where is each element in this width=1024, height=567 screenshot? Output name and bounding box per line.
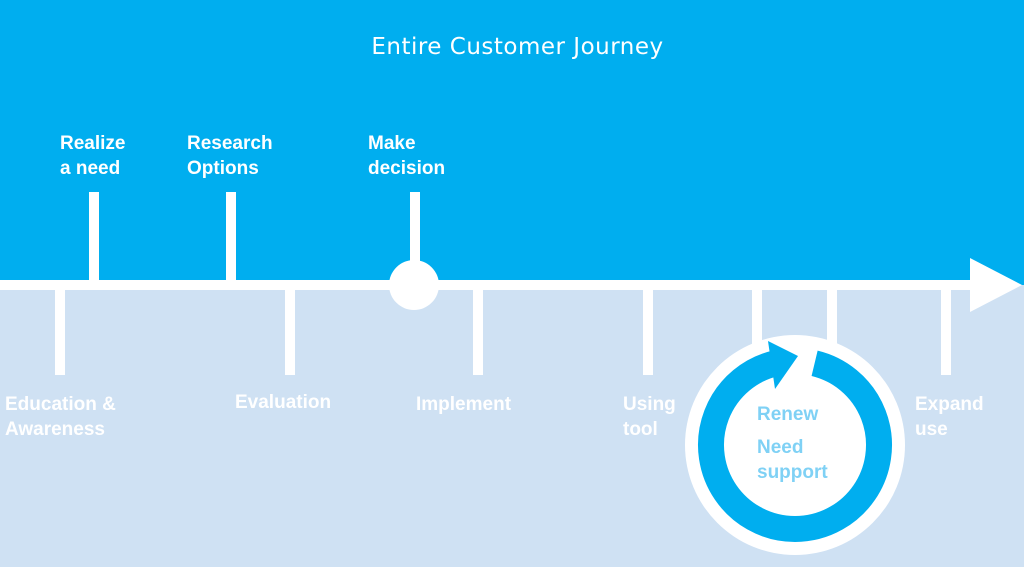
diagram-title: Entire Customer Journey <box>371 34 664 60</box>
tick-expand-use <box>941 285 951 375</box>
stage-expand-use: Expand use <box>915 394 984 440</box>
timeline-line <box>0 280 978 290</box>
tick-using-tool <box>643 285 653 375</box>
tick-evaluation <box>285 285 295 375</box>
cycle-ring <box>698 350 892 542</box>
tick-education <box>55 285 65 375</box>
stage-using-tool: Using tool <box>623 394 676 440</box>
tick-realize-need <box>89 192 99 285</box>
cycle-arrowhead <box>768 341 798 389</box>
tick-research-options <box>226 192 236 285</box>
cycle-label-need-support: Need support <box>757 437 828 483</box>
timeline-arrowhead <box>970 258 1022 312</box>
cycle-arrows-icon <box>698 341 892 542</box>
decision-node <box>389 260 439 310</box>
tick-cycle-right <box>827 285 837 345</box>
tick-implement <box>473 285 483 375</box>
stage-research-options: Research Options <box>187 133 273 179</box>
stage-evaluation: Evaluation <box>235 392 332 413</box>
tick-make-decision <box>410 192 420 285</box>
tick-cycle-left <box>752 285 762 345</box>
cycle-label-renew: Renew <box>757 404 819 425</box>
stage-make-decision: Make decision <box>368 133 446 179</box>
stage-realize-need: Realize a need <box>60 133 126 179</box>
stage-implement: Implement <box>416 394 512 415</box>
stage-education-awareness: Education & Awareness <box>5 394 116 440</box>
top-band <box>0 0 1024 285</box>
